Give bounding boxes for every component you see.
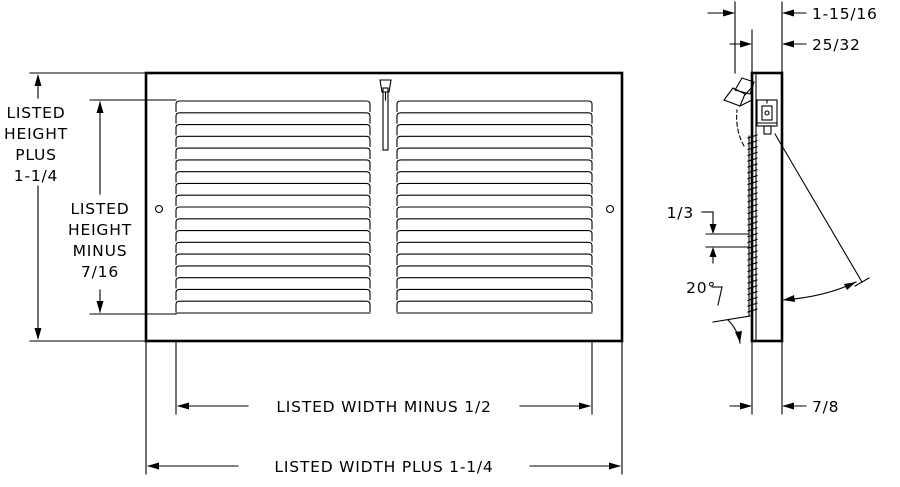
front-view: LISTED HEIGHT PLUS 1-1/4 LISTED HEIGHT M… [4, 71, 624, 476]
louver-blade [175, 194, 371, 207]
louver-blade [175, 230, 371, 242]
louver-blade [396, 253, 593, 265]
dimension-listed-width-minus: LISTED WIDTH MINUS 1/2 [177, 398, 591, 416]
louver-blade [175, 135, 371, 148]
label-listed-height-plus-1: LISTED [6, 104, 65, 122]
dimension-overall-depth: 1-15/16 [707, 1, 878, 74]
louver-blade [175, 100, 371, 112]
label-listed-height-minus-4: 7/16 [81, 263, 119, 281]
louvers-right [396, 100, 593, 314]
dimension-louver-angle: 20° [686, 279, 751, 344]
louver-blade [175, 182, 371, 195]
louver-blade [396, 135, 593, 148]
louver-blade [175, 171, 371, 183]
side-louver-edges [747, 134, 758, 317]
label-listed-width-minus: LISTED WIDTH MINUS 1/2 [276, 398, 491, 416]
louver-blade [396, 206, 593, 218]
label-listed-width-plus: LISTED WIDTH PLUS 1-1/4 [274, 458, 493, 476]
damper-lever-icon [379, 79, 392, 151]
dimension-listed-width-plus: LISTED WIDTH PLUS 1-1/4 [147, 458, 621, 476]
side-frame [750, 71, 784, 343]
louver-blade [396, 218, 593, 230]
louver-blade [396, 171, 593, 183]
louver-blade [396, 159, 593, 171]
louver-blade [175, 277, 371, 289]
mounting-screw-hole-left [154, 204, 164, 214]
label-listed-height-minus-3: MINUS [73, 242, 128, 260]
louver-blade [175, 300, 371, 313]
dimension-listed-height-minus: LISTED HEIGHT MINUS 7/16 [68, 101, 132, 313]
side-view: 1-15/16 25/32 1/3 20° [667, 1, 878, 416]
louver-blade [175, 241, 371, 254]
louver-blade [175, 265, 371, 277]
louvers-left [175, 100, 371, 314]
louver-blade [175, 159, 371, 171]
louver-blade [175, 288, 371, 301]
label-listed-height-plus-2: HEIGHT [4, 125, 68, 143]
louver-blade [396, 288, 593, 301]
louver-blade [396, 100, 593, 112]
label-overall-depth: 1-15/16 [812, 5, 878, 23]
louver-blade [396, 265, 593, 277]
dimension-face-depth: 25/32 [729, 29, 861, 74]
outer-frame [144, 71, 624, 343]
louver-blade [175, 253, 371, 265]
label-listed-height-minus-1: LISTED [70, 200, 129, 218]
dimension-listed-height-plus: LISTED HEIGHT PLUS 1-1/4 [4, 74, 68, 340]
louver-blade [396, 230, 593, 242]
label-face-depth: 25/32 [812, 36, 861, 54]
louver-blade [396, 194, 593, 207]
louver-blade [396, 300, 593, 313]
louver-blade [396, 241, 593, 254]
louver-blade [175, 206, 371, 218]
louver-blade [175, 112, 371, 124]
louver-blade [175, 218, 371, 230]
dimension-louver-spacing: 1/3 [667, 204, 749, 264]
label-listed-height-plus-4: 1-1/4 [14, 167, 58, 185]
damper-mechanism-icon [723, 77, 778, 147]
label-listed-height-minus-2: HEIGHT [68, 221, 132, 239]
label-louver-angle: 20° [686, 279, 716, 297]
louver-blade [396, 277, 593, 289]
label-frame-depth: 7/8 [812, 398, 839, 416]
label-louver-spacing: 1/3 [667, 204, 694, 222]
dimension-frame-depth: 7/8 [729, 340, 839, 416]
louver-blade [396, 182, 593, 195]
louver-blade [396, 147, 593, 159]
mounting-screw-hole-right [605, 204, 615, 214]
label-listed-height-plus-3: PLUS [15, 146, 57, 164]
louver-blade [175, 147, 371, 159]
louver-blade [175, 124, 371, 136]
louver-blade [396, 112, 593, 124]
extension-lines [29, 72, 623, 475]
louver-blade [396, 124, 593, 136]
